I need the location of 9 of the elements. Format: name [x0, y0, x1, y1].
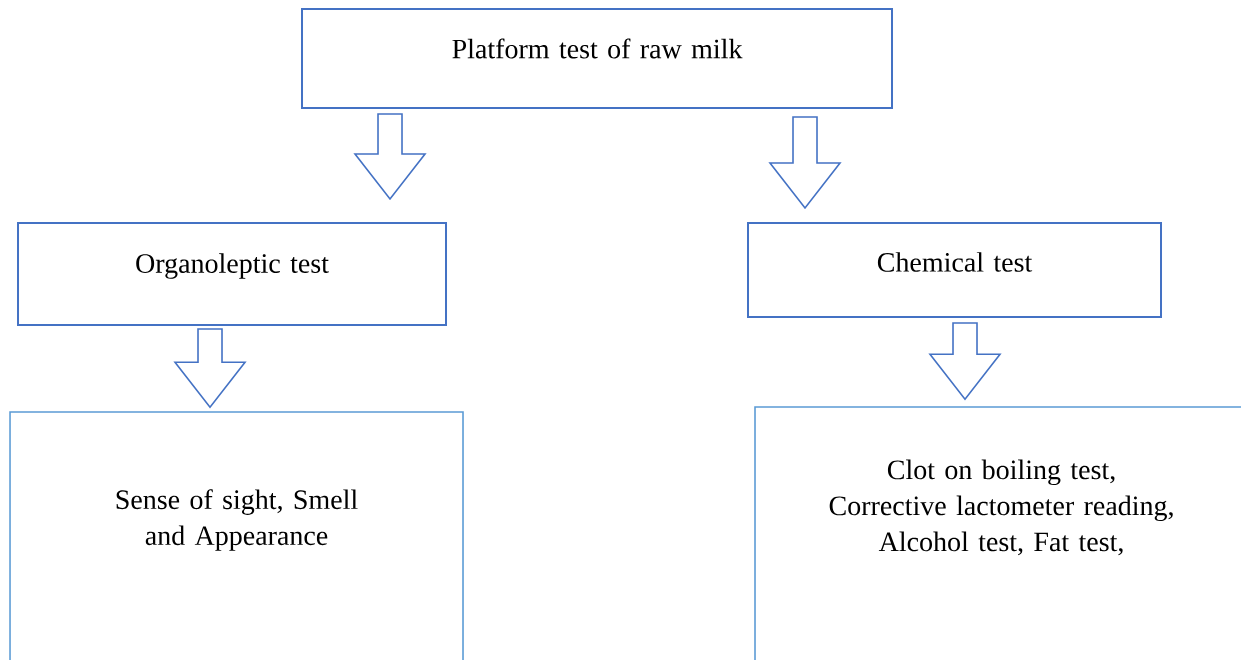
process-box: Organoleptic test — [17, 222, 447, 326]
block-arrow — [928, 322, 1002, 401]
process-box: Chemical test — [747, 222, 1162, 318]
block-arrow — [768, 116, 842, 210]
process-box: Clot on boiling test, Corrective lactometer reading, Alcohol test, Fat test, — [754, 406, 1241, 660]
block-arrow — [173, 328, 247, 409]
process-box: Sense of sight, Smell and Appearance — [9, 411, 464, 660]
process-box: Platform test of raw milk — [301, 8, 893, 109]
block-arrow — [353, 113, 427, 201]
